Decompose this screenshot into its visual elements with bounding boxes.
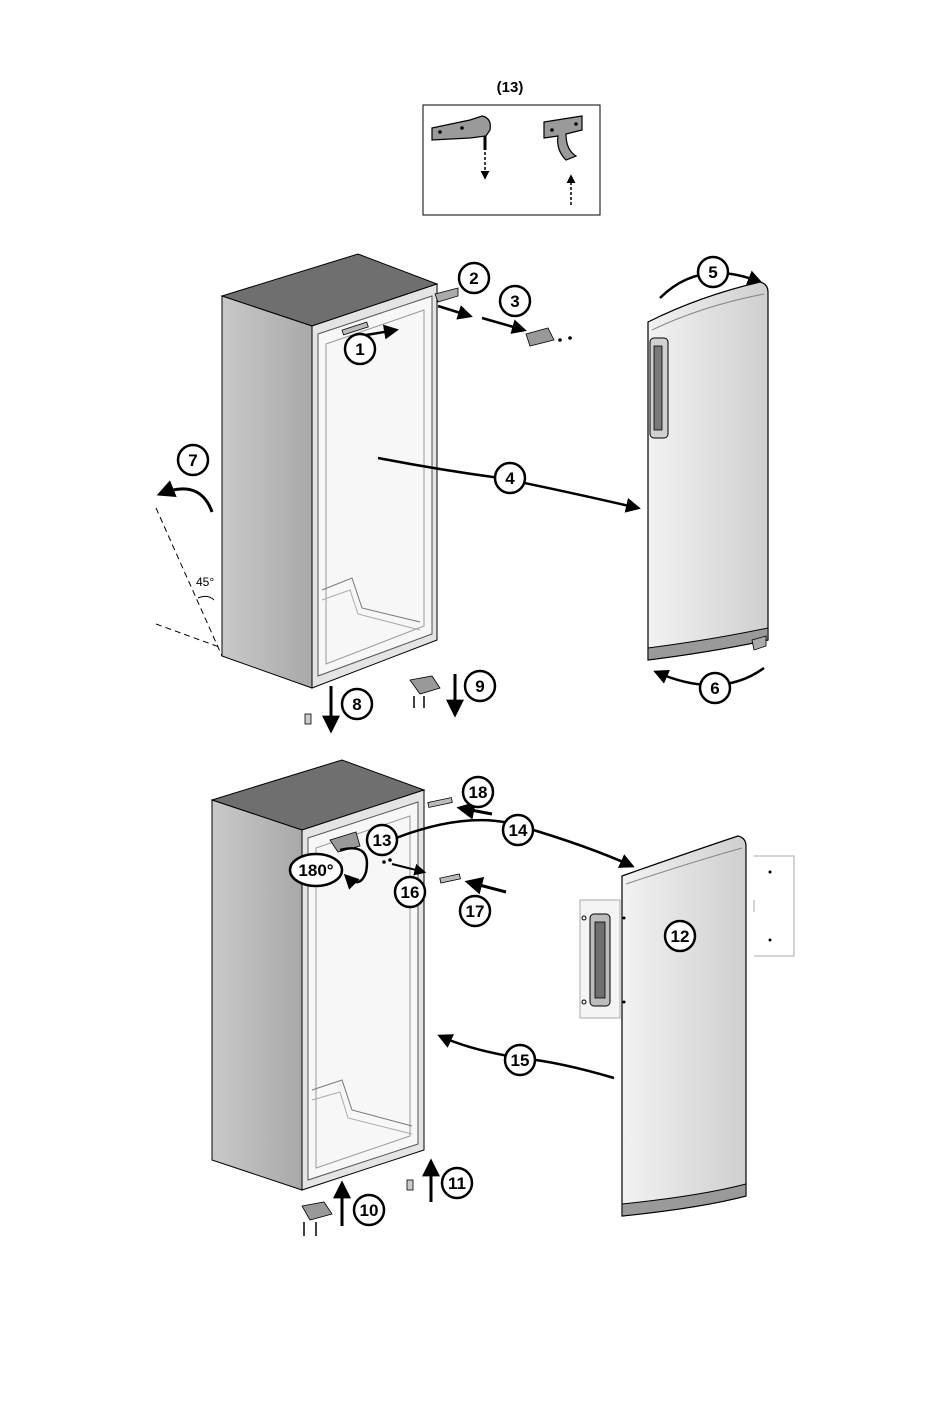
step-badge-5: 5: [698, 257, 728, 287]
svg-text:11: 11: [448, 1174, 466, 1193]
svg-text:9: 9: [475, 677, 484, 696]
svg-text:12: 12: [671, 927, 690, 946]
cabinet-bottom-figure: [212, 760, 424, 1190]
step-badge-9: 9: [465, 671, 495, 701]
step-badge-2: 2: [459, 263, 489, 293]
svg-text:6: 6: [710, 679, 719, 698]
step-badge-14: 14: [503, 815, 533, 845]
step-badge-15: 15: [505, 1045, 535, 1075]
svg-text:7: 7: [188, 451, 197, 470]
svg-text:3: 3: [510, 292, 519, 311]
step-badge-12: 12: [665, 921, 695, 951]
svg-text:2: 2: [469, 269, 478, 288]
svg-text:10: 10: [360, 1201, 379, 1220]
rotate-angle-label: 180°: [298, 861, 333, 880]
svg-text:13: 13: [373, 831, 392, 850]
step-badge-11: 11: [442, 1168, 472, 1198]
tilt-guide: 45°: [156, 508, 222, 656]
svg-text:4: 4: [505, 469, 515, 488]
step-badge-13: 13: [367, 825, 397, 855]
step-badge-17: 17: [460, 896, 490, 926]
svg-text:15: 15: [511, 1051, 530, 1070]
inset-title: (13): [497, 79, 524, 96]
door-top-figure: [648, 282, 768, 660]
svg-text:17: 17: [466, 902, 485, 921]
step-badge-16: 16: [395, 877, 425, 907]
svg-text:18: 18: [469, 783, 488, 802]
step-badge-7: 7: [178, 445, 208, 475]
step-badge-1: 1: [345, 334, 375, 364]
step-badge-18: 18: [463, 777, 493, 807]
step-badge-6: 6: [700, 673, 730, 703]
handle-detail-panel: [580, 900, 626, 1018]
door-bottom-figure: [622, 836, 746, 1216]
tilt-angle-label: 45°: [196, 575, 214, 589]
svg-text:5: 5: [708, 263, 717, 282]
step-badge-8: 8: [342, 689, 372, 719]
svg-text:14: 14: [509, 821, 528, 840]
svg-text:16: 16: [401, 883, 420, 902]
step-badge-4: 4: [495, 463, 525, 493]
hinge-inset: (13): [423, 79, 600, 215]
svg-text:8: 8: [352, 695, 361, 714]
step-badge-10: 10: [354, 1195, 384, 1225]
step-badge-3: 3: [500, 286, 530, 316]
cover-detail-panel: [754, 856, 794, 956]
svg-text:1: 1: [355, 340, 364, 359]
cabinet-top-figure: [222, 254, 458, 688]
